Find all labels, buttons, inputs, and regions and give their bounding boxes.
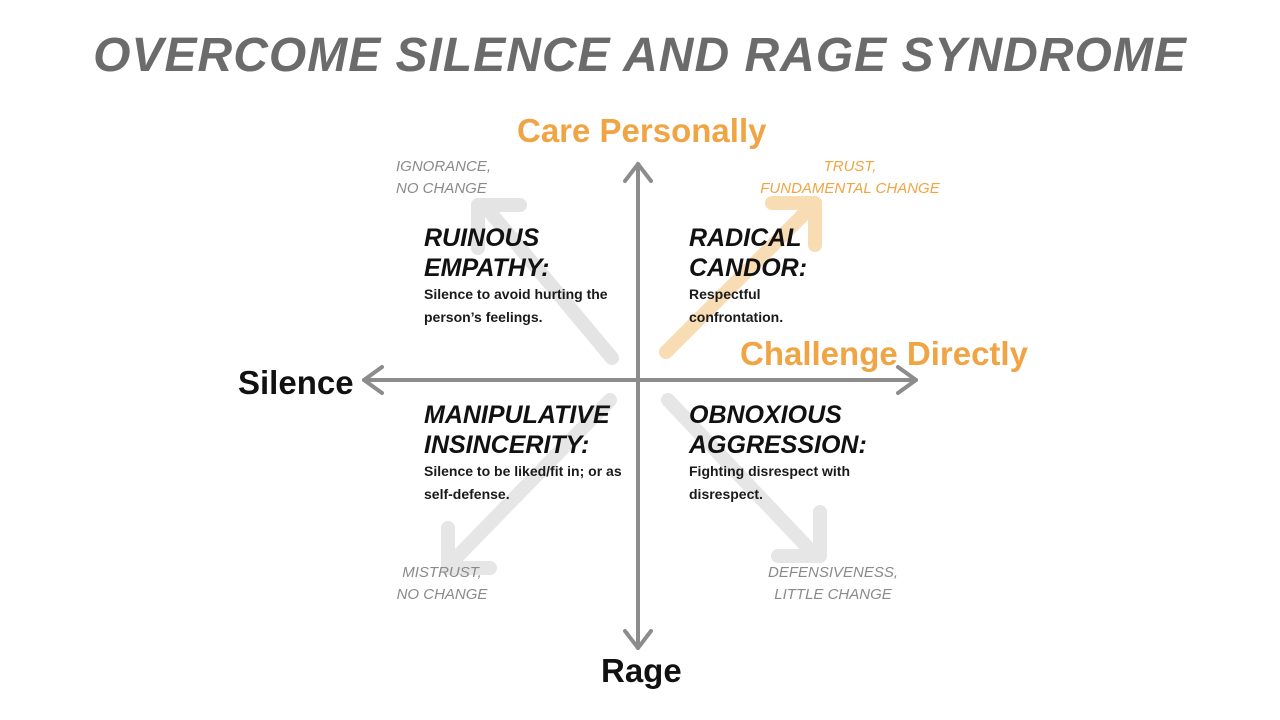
outcome-line: MISTRUST, xyxy=(402,564,482,581)
quadrant-title: RUINOUS xyxy=(424,224,540,252)
outcome-line: FUNDAMENTAL CHANGE xyxy=(760,180,940,197)
outcome-line: TRUST, xyxy=(823,158,877,175)
arrow-radical-candor xyxy=(659,196,822,359)
outcome-line: IGNORANCE, xyxy=(396,158,492,175)
axes xyxy=(362,162,918,650)
quadrant-obnoxious-aggression: OBNOXIOUS AGGRESSION: Fighting disrespec… xyxy=(689,400,867,506)
quadrant-description: Silence to be liked/fit in; or as self-d… xyxy=(424,463,622,502)
quadrant-title: INSINCERITY: xyxy=(424,431,590,459)
axis-label-challenge-directly: Challenge Directly xyxy=(740,335,1028,372)
outcome-mistrust: MISTRUST, NO CHANGE xyxy=(396,562,488,606)
quadrant-title: AGGRESSION: xyxy=(689,431,867,459)
quadrant-title: RADICAL xyxy=(689,224,802,252)
outcome-trust: TRUST, FUNDAMENTAL CHANGE xyxy=(760,156,940,200)
quadrant-radical-candor: RADICAL CANDOR: Respectful confrontation… xyxy=(689,223,807,329)
arrowhead-up xyxy=(623,162,653,183)
axis-label-care-personally: Care Personally xyxy=(517,112,767,149)
quadrant-manipulative-insincerity: MANIPULATIVE INSINCERITY: Silence to be … xyxy=(424,400,634,506)
outcome-defensiveness: DEFENSIVENESS, LITTLE CHANGE xyxy=(768,562,898,606)
quadrant-ruinous-empathy: RUINOUS EMPATHY: Silence to avoid hurtin… xyxy=(424,223,634,329)
arrow-manipulative-insincerity xyxy=(441,393,617,575)
arrow-ruinous-empathy xyxy=(471,198,619,365)
quadrant-title: OBNOXIOUS xyxy=(689,401,842,429)
arrowhead-right xyxy=(896,365,918,395)
axis-label-silence: Silence xyxy=(238,364,354,401)
quadrant-description: Respectful confrontation. xyxy=(689,286,784,325)
quadrant-title: EMPATHY: xyxy=(424,254,550,282)
arrow-obnoxious-aggression xyxy=(661,393,827,563)
outcome-line: LITTLE CHANGE xyxy=(774,586,892,603)
arrowhead-left xyxy=(362,365,384,395)
arrowhead-down xyxy=(623,629,653,650)
quadrant-description: Silence to avoid hurting the person’s fe… xyxy=(424,286,608,325)
quadrant-title: CANDOR: xyxy=(689,254,808,282)
diagram-title: OVERCOME SILENCE AND RAGE SYNDROME xyxy=(93,29,1187,82)
outcome-ignorance: IGNORANCE, NO CHANGE xyxy=(396,156,491,200)
outcome-line: NO CHANGE xyxy=(396,586,488,603)
outcome-line: DEFENSIVENESS, xyxy=(768,564,899,581)
axis-label-rage: Rage xyxy=(601,652,682,689)
quadrant-description: Fighting disrespect with disrespect. xyxy=(689,463,851,502)
outcome-line: NO CHANGE xyxy=(396,180,487,197)
quadrant-title: MANIPULATIVE xyxy=(424,401,610,429)
